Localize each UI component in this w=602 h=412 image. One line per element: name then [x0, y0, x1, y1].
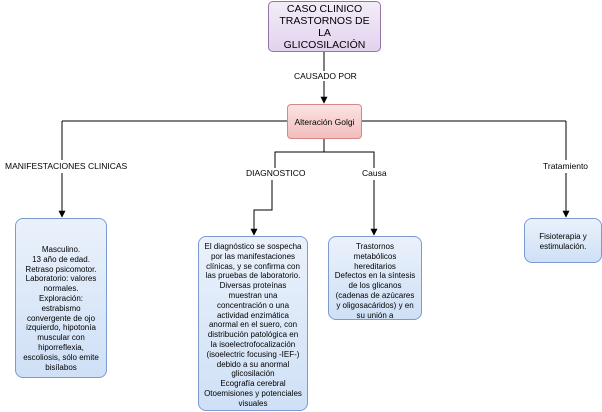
edge-cause-to-branches — [274, 139, 325, 168]
diagnostico-text: El diagnóstico se sospecha por las manif… — [204, 242, 302, 410]
causa-label: Causa — [362, 168, 387, 178]
manifestaciones-text: Masculino. 13 año de edad. Retraso psico… — [23, 245, 99, 372]
causa-box: Trastornos metabólicos hereditarios Defe… — [328, 236, 422, 320]
cause-text: Alteración Golgi — [294, 116, 355, 127]
title-text: CASO CLINICO TRASTORNOS DE LA GLICOSILAC… — [279, 2, 370, 51]
edge-cause-to-causa — [324, 151, 375, 168]
diagnostico-box: El diagnóstico se sospecha por las manif… — [198, 236, 308, 411]
edge-diag-arrow — [250, 180, 273, 236]
tratamiento-box: Fisioterapia y estimulación. — [524, 218, 602, 263]
tratamiento-label: Tratamiento — [543, 161, 589, 171]
link-label: CAUSADO POR — [294, 71, 357, 81]
manifestaciones-label: MANIFESTACIONES CLINICAS — [5, 161, 128, 171]
manifestaciones-box: Masculino. 13 año de edad. Retraso psico… — [15, 218, 107, 378]
tratamiento-text: Fisioterapia y estimulación. — [539, 232, 587, 251]
cause-node: Alteración Golgi — [287, 104, 362, 139]
diagnostico-label: DIAGNOSTICO — [246, 168, 306, 178]
causa-text: Trastornos metabólicos hereditarios Defe… — [334, 242, 416, 320]
title-node: CASO CLINICO TRASTORNOS DE LA GLICOSILAC… — [268, 1, 381, 52]
